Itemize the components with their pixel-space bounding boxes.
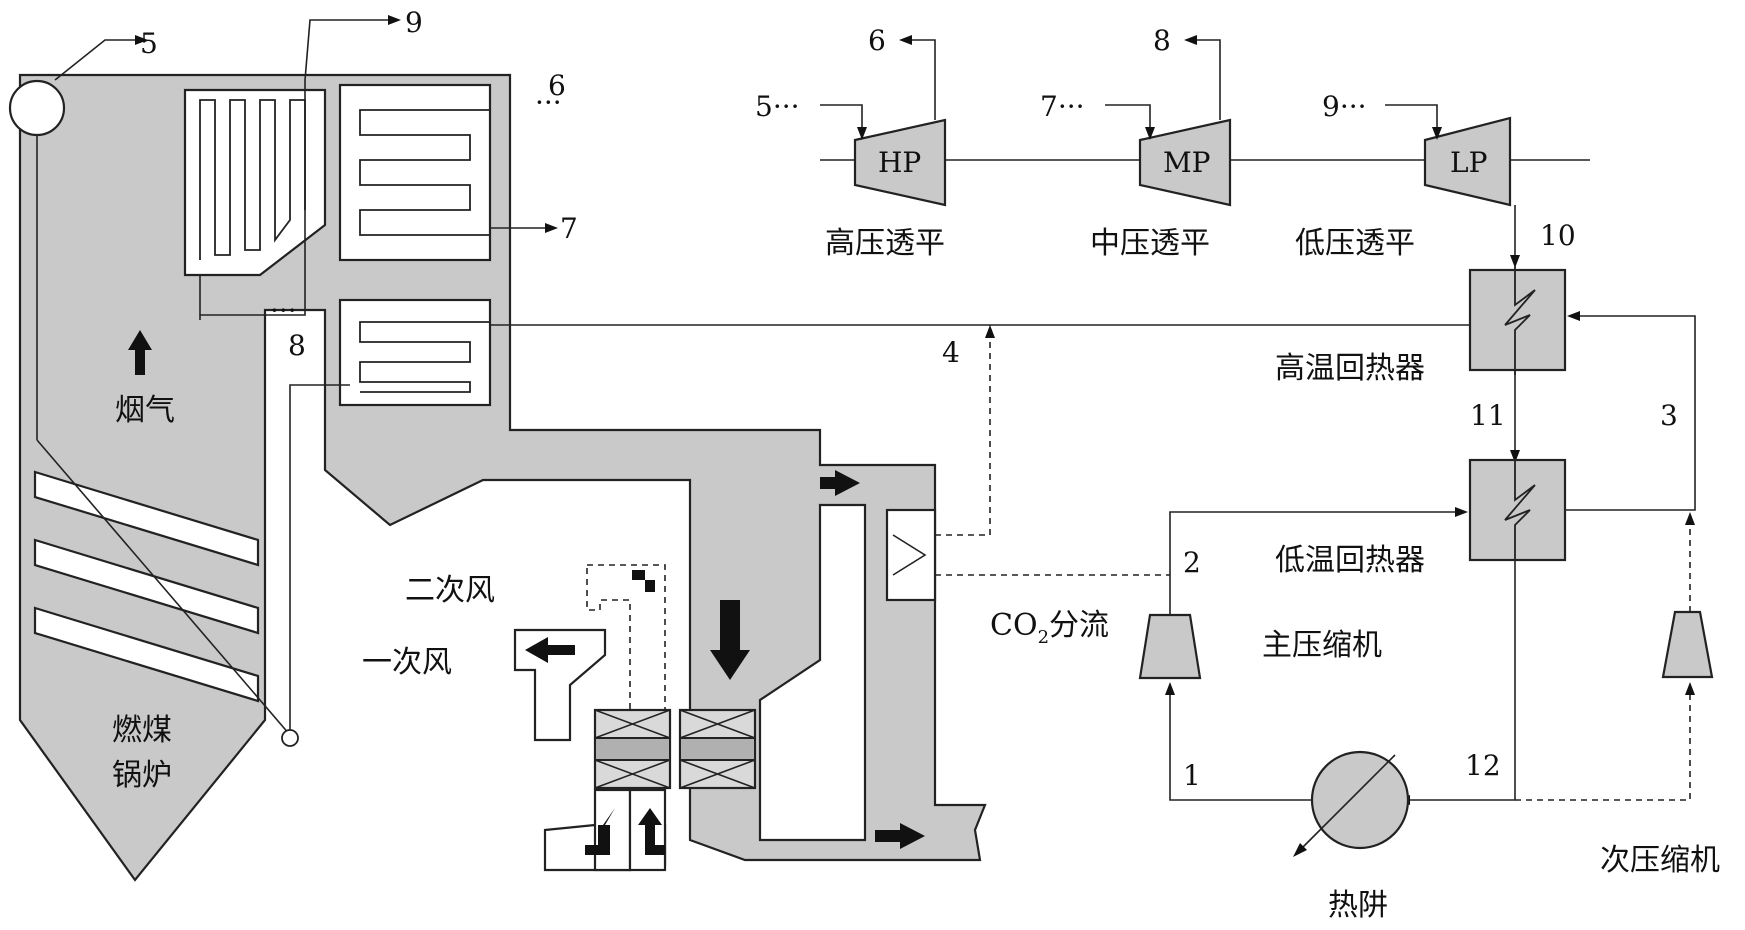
label-co2: CO2分流 — [990, 608, 1109, 648]
label-htr: 高温回热器 — [1275, 351, 1425, 386]
ltr-box — [1468, 458, 1567, 562]
label-7-in: 7··· — [1040, 90, 1085, 123]
label-9-in: 9··· — [1322, 90, 1367, 123]
dots-8: ··· — [270, 294, 297, 327]
label-mp: MP — [1163, 146, 1211, 179]
header-node — [281, 729, 299, 747]
label-3: 3 — [1660, 399, 1678, 432]
economizer-bank — [338, 298, 492, 407]
boiler-drum — [8, 79, 66, 137]
dots-6: ··· — [535, 86, 562, 119]
label-7-boiler: 7 — [560, 212, 578, 245]
label-10: 10 — [1540, 219, 1576, 252]
label-main-comp: 主压缩机 — [1262, 628, 1382, 663]
water-wall-1 — [33, 470, 260, 567]
label-hp: HP — [878, 146, 921, 179]
air-duct-primary — [513, 628, 607, 742]
main-compressor — [1138, 613, 1202, 680]
water-wall-2 — [33, 538, 260, 635]
label-1: 1 — [1183, 759, 1201, 792]
label-ltr: 低温回热器 — [1275, 543, 1425, 578]
label-sink: 热阱 — [1328, 888, 1388, 923]
label-flue-gas: 烟气 — [115, 393, 175, 428]
label-lp: LP — [1450, 146, 1487, 179]
label-primary-air: 一次风 — [362, 645, 452, 680]
label-5-boiler: 5 — [140, 27, 158, 60]
label-secondary-air: 二次风 — [405, 573, 495, 608]
label-boiler-1: 燃煤 — [112, 713, 172, 748]
label-6-hp: 6 — [868, 24, 886, 57]
label-2: 2 — [1183, 546, 1201, 579]
turbine-mp — [1138, 118, 1232, 207]
label-4: 4 — [942, 336, 960, 369]
recompressor — [1661, 610, 1714, 679]
label-boiler-2: 锅炉 — [112, 758, 172, 793]
label-lp-cn: 低压透平 — [1295, 226, 1415, 261]
boiler-body — [18, 73, 987, 882]
turbine-hp — [853, 118, 947, 207]
label-8-mp: 8 — [1153, 24, 1171, 57]
air-duct-secondary-dashed — [586, 564, 666, 741]
scr-box — [885, 508, 937, 602]
label-5-in: 5··· — [755, 90, 800, 123]
label-12: 12 — [1465, 749, 1501, 782]
label-8-boiler: 8 — [288, 329, 306, 362]
heat-sink — [1310, 750, 1410, 850]
label-recomp: 次压缩机 — [1600, 843, 1720, 878]
duct-inner-white — [758, 503, 867, 842]
water-wall-3 — [33, 606, 260, 703]
label-9-boiler: 9 — [405, 6, 423, 39]
turbine-lp — [1423, 116, 1512, 207]
label-11: 11 — [1470, 399, 1506, 432]
label-6-boiler: 6 — [548, 69, 566, 102]
reheater-bank-upper — [338, 83, 492, 262]
label-mp-cn: 中压透平 — [1090, 226, 1210, 261]
label-hp-cn: 高压透平 — [825, 226, 945, 261]
